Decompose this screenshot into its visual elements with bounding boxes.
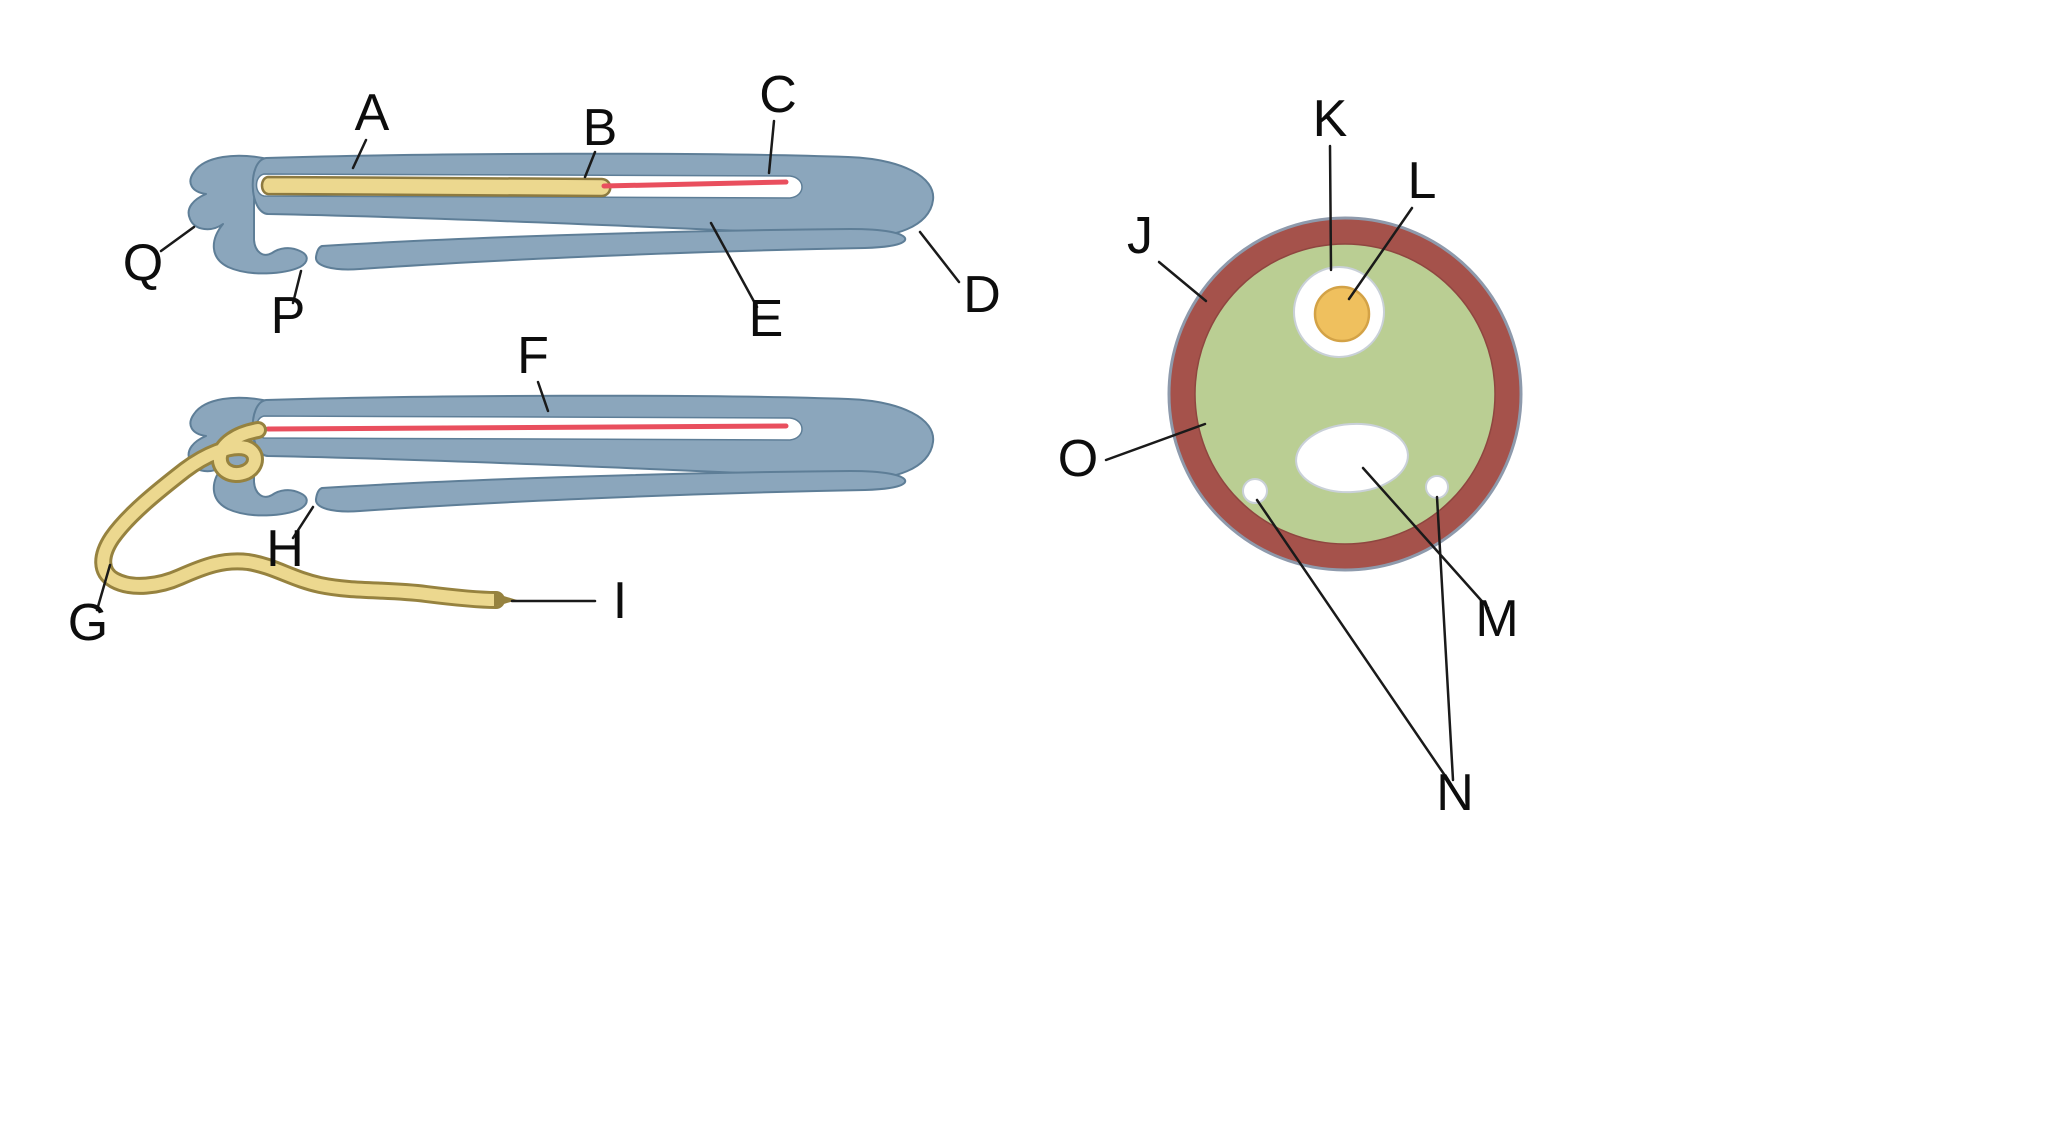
leader-line-d [918, 230, 961, 284]
leader-line-m [1361, 466, 1490, 610]
leader-line-c [767, 119, 776, 175]
label-m: M [1475, 590, 1518, 648]
upper-structure-yellow-band [260, 175, 612, 198]
leader-line-h [291, 505, 315, 540]
leader-line-o [1104, 422, 1207, 462]
label-d: D [963, 266, 1001, 324]
lower-structure-red-filament [265, 423, 789, 432]
leader-line-q [159, 225, 196, 253]
leader-line-l [1347, 206, 1414, 301]
yellow-tube-tip [494, 593, 517, 607]
longitudinal-section-lower [94, 394, 935, 609]
leader-line-f [536, 380, 550, 413]
leader-lines [95, 119, 1490, 782]
lower-structure-lower-arm [315, 470, 907, 513]
label-p: P [271, 287, 306, 345]
nucleus [1313, 285, 1371, 343]
label-l: L [1408, 152, 1437, 210]
label-o: O [1058, 430, 1098, 488]
leader-line-k [1328, 144, 1333, 272]
leader-line-b [583, 150, 597, 179]
yellow-tube [97, 424, 502, 606]
longitudinal-section-upper [187, 152, 935, 275]
upper-structure-left-curl [187, 154, 308, 275]
leader-line-n-right [1435, 495, 1455, 782]
cross-section-cell [1167, 216, 1523, 572]
label-k: K [1313, 90, 1348, 148]
label-h: H [266, 520, 304, 578]
leader-line-e [709, 221, 759, 309]
label-g: G [68, 594, 108, 652]
small-vesicle-right [1425, 475, 1449, 499]
leader-line-a [351, 138, 368, 170]
label-b: B [583, 99, 618, 157]
small-vesicle-left [1242, 478, 1268, 504]
upper-structure-lower-arm [315, 228, 907, 271]
central-vacuole [1295, 422, 1409, 494]
label-q: Q [123, 234, 163, 292]
label-i: I [613, 572, 627, 630]
label-f: F [517, 327, 549, 385]
label-j: J [1127, 207, 1153, 265]
leader-line-p [291, 269, 303, 305]
labels: A B C D E F G H I P Q J K L M N O [68, 66, 1519, 822]
leader-line-j [1157, 260, 1208, 303]
upper-structure-red-filament [601, 179, 789, 189]
label-a: A [355, 84, 390, 142]
cell-cytoplasm [1194, 243, 1496, 545]
leader-line-g [95, 563, 112, 612]
label-e: E [749, 290, 784, 348]
label-c: C [759, 66, 797, 124]
label-n: N [1436, 764, 1474, 822]
leader-line-n-left [1255, 498, 1450, 782]
